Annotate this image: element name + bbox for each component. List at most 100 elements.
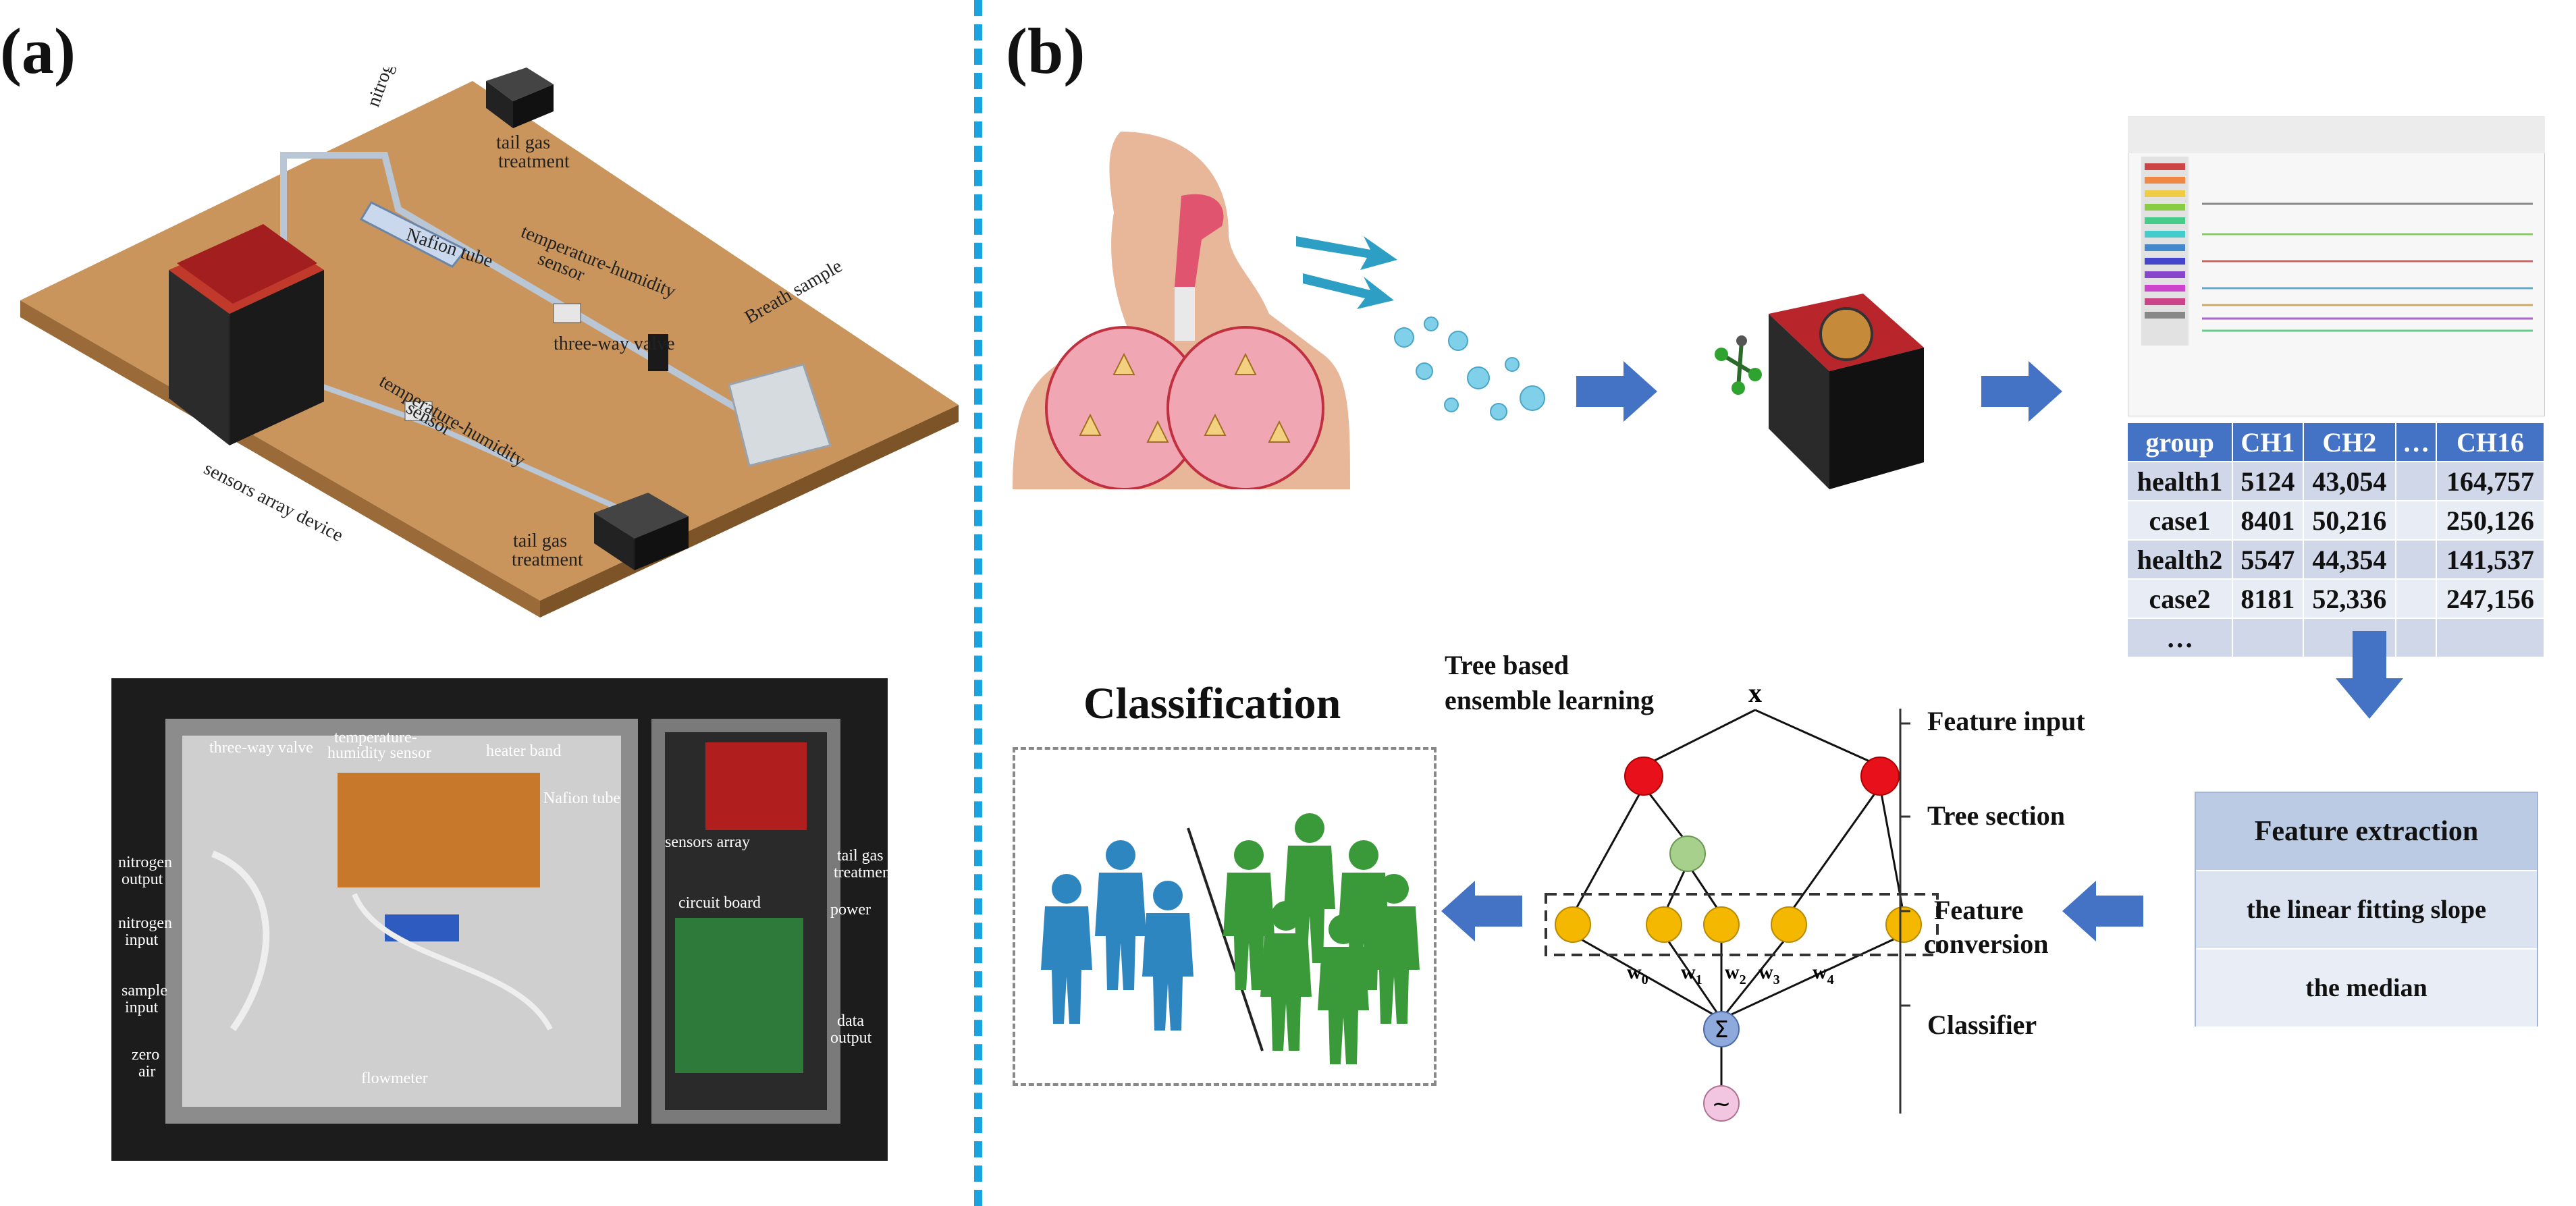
photo-label-sample-2: input	[125, 999, 159, 1016]
human-respiratory-illustration	[1013, 132, 1350, 489]
photo-label-nitrogen-out-2: output	[122, 871, 163, 888]
software-screenshot	[2128, 116, 2545, 416]
photo-label-tail-2: treatment	[834, 864, 888, 881]
photo-label-three-way: three-way valve	[209, 739, 313, 757]
step-feature-input: Feature input	[1927, 706, 2085, 736]
model-title: Tree based ensemble learning	[1445, 648, 1654, 718]
breath-molecules	[1394, 317, 1545, 420]
flow-arrow-left-1	[2062, 881, 2143, 941]
label-tail-gas-top-1: tail gas	[496, 132, 550, 153]
table-cell: case1	[2126, 500, 2234, 541]
table-cell	[2395, 578, 2438, 619]
tree-node-red-left	[1624, 757, 1663, 796]
weight-w2: w2	[1725, 961, 1746, 987]
photo-label-flowmeter: flowmeter	[361, 1070, 428, 1087]
table-cell: 5124	[2232, 461, 2304, 501]
table-cell: 141,537	[2436, 539, 2545, 580]
leaf-node-1	[1646, 906, 1682, 943]
step-classifier: Classifier	[1927, 1010, 2037, 1040]
feature-extraction-title: Feature extraction	[2196, 793, 2537, 871]
table-cell: 43,054	[2302, 461, 2397, 501]
weight-w0: w0	[1627, 961, 1648, 987]
sensor-device-illustration	[1715, 294, 1924, 489]
photo-label-sensors-array: sensors array	[665, 833, 750, 851]
table-header-cell: group	[2126, 422, 2234, 462]
feature-extraction-box: Feature extraction the linear fitting sl…	[2195, 792, 2538, 1026]
label-nitrogen: nitrogen	[363, 67, 404, 109]
table-cell	[2395, 461, 2438, 501]
flow-arrow-down	[2336, 631, 2403, 719]
table-cell	[2395, 500, 2438, 541]
circuit-board-shape	[675, 918, 803, 1073]
classification-people	[1041, 813, 1420, 1064]
panel-label-b: (b)	[1006, 15, 1085, 87]
photo-label-temp-2: humidity sensor	[327, 744, 431, 762]
weight-w4: w4	[1813, 961, 1834, 987]
table-cell: 50,216	[2302, 500, 2397, 541]
input-symbol: x	[1748, 682, 1762, 708]
exhale-arrows	[1296, 236, 1397, 309]
table-cell: 8401	[2232, 500, 2304, 541]
breath-bag-shape	[728, 363, 832, 467]
tree-node-green	[1669, 835, 1706, 872]
photo-label-nitrogen-in-1: nitrogen	[118, 914, 172, 932]
label-tail-gas-bottom-2: treatment	[512, 549, 583, 570]
photo-label-circuit: circuit board	[678, 894, 761, 912]
sensors-device-shape	[169, 224, 324, 445]
classification-title: Classification	[1083, 679, 1341, 728]
step-feature-conversion-1: Feature	[1934, 895, 2024, 925]
th-sensor-bottom-shape	[404, 401, 433, 421]
table-cell	[2395, 539, 2438, 580]
table-cell: 164,757	[2436, 461, 2545, 501]
table-cell	[2232, 618, 2304, 658]
table-cell: 5547	[2232, 539, 2304, 580]
table-cell: 52,336	[2302, 578, 2397, 619]
nafion-tube-shape	[359, 201, 468, 268]
heater-band-shape	[338, 773, 540, 887]
model-title-line2: ensemble learning	[1445, 685, 1654, 715]
tree-node-red-right	[1860, 757, 1900, 796]
photo-label-heater: heater band	[486, 742, 561, 760]
classification-box	[1013, 747, 1437, 1086]
hardware-photo: three-way valve temperature- humidity se…	[111, 678, 888, 1161]
sensors-array-shape	[705, 742, 807, 830]
label-three-way: three-way valve	[554, 333, 675, 354]
leaf-node-0	[1555, 906, 1591, 943]
photo-label-tail-1: tail gas	[837, 847, 884, 865]
table-header-cell: CH1	[2232, 422, 2304, 462]
flow-arrow-left-2	[1441, 881, 1522, 941]
photo-label-zero-2: air	[138, 1063, 155, 1080]
photo-label-nitrogen-in-2: input	[125, 931, 159, 949]
step-tree-section: Tree section	[1927, 800, 2066, 831]
activation-node	[1703, 1085, 1740, 1122]
photo-label-power: power	[830, 901, 871, 919]
group-case	[1223, 813, 1420, 1064]
tube-bottom	[316, 382, 676, 536]
three-way-valve-shape	[648, 334, 668, 371]
tree-ensemble-diagram: x w0 w1 w2 w3 w4 Σ ~	[1545, 682, 1939, 1122]
photo-label-temp-1: temperature-	[334, 729, 417, 746]
photo-label-nafion: Nafion tube	[543, 790, 620, 807]
photo-label-nitrogen-out-1: nitrogen	[118, 854, 172, 871]
table-cell: health2	[2126, 539, 2234, 580]
weight-w1: w1	[1681, 961, 1702, 987]
model-title-line1: Tree based	[1445, 650, 1569, 680]
photo-label-data-2: output	[830, 1029, 872, 1047]
flow-arrow-1	[1576, 361, 1657, 422]
panel-divider	[974, 0, 982, 1206]
table-cell	[2395, 618, 2438, 658]
conversion-dashed-box	[1545, 893, 1939, 956]
photo-label-data-1: data	[837, 1012, 864, 1030]
weight-w3: w3	[1759, 961, 1780, 987]
table-cell: 250,126	[2436, 500, 2545, 541]
tube-top	[280, 152, 745, 415]
sum-symbol: Σ	[1714, 1016, 1728, 1043]
group-health	[1041, 840, 1193, 1031]
board-top	[20, 81, 959, 601]
table-header-cell: CH16	[2436, 422, 2545, 462]
photo-label-zero-1: zero	[132, 1046, 159, 1064]
th-sensor-top-shape	[553, 303, 581, 323]
feature-item-median: the median	[2196, 950, 2537, 1026]
